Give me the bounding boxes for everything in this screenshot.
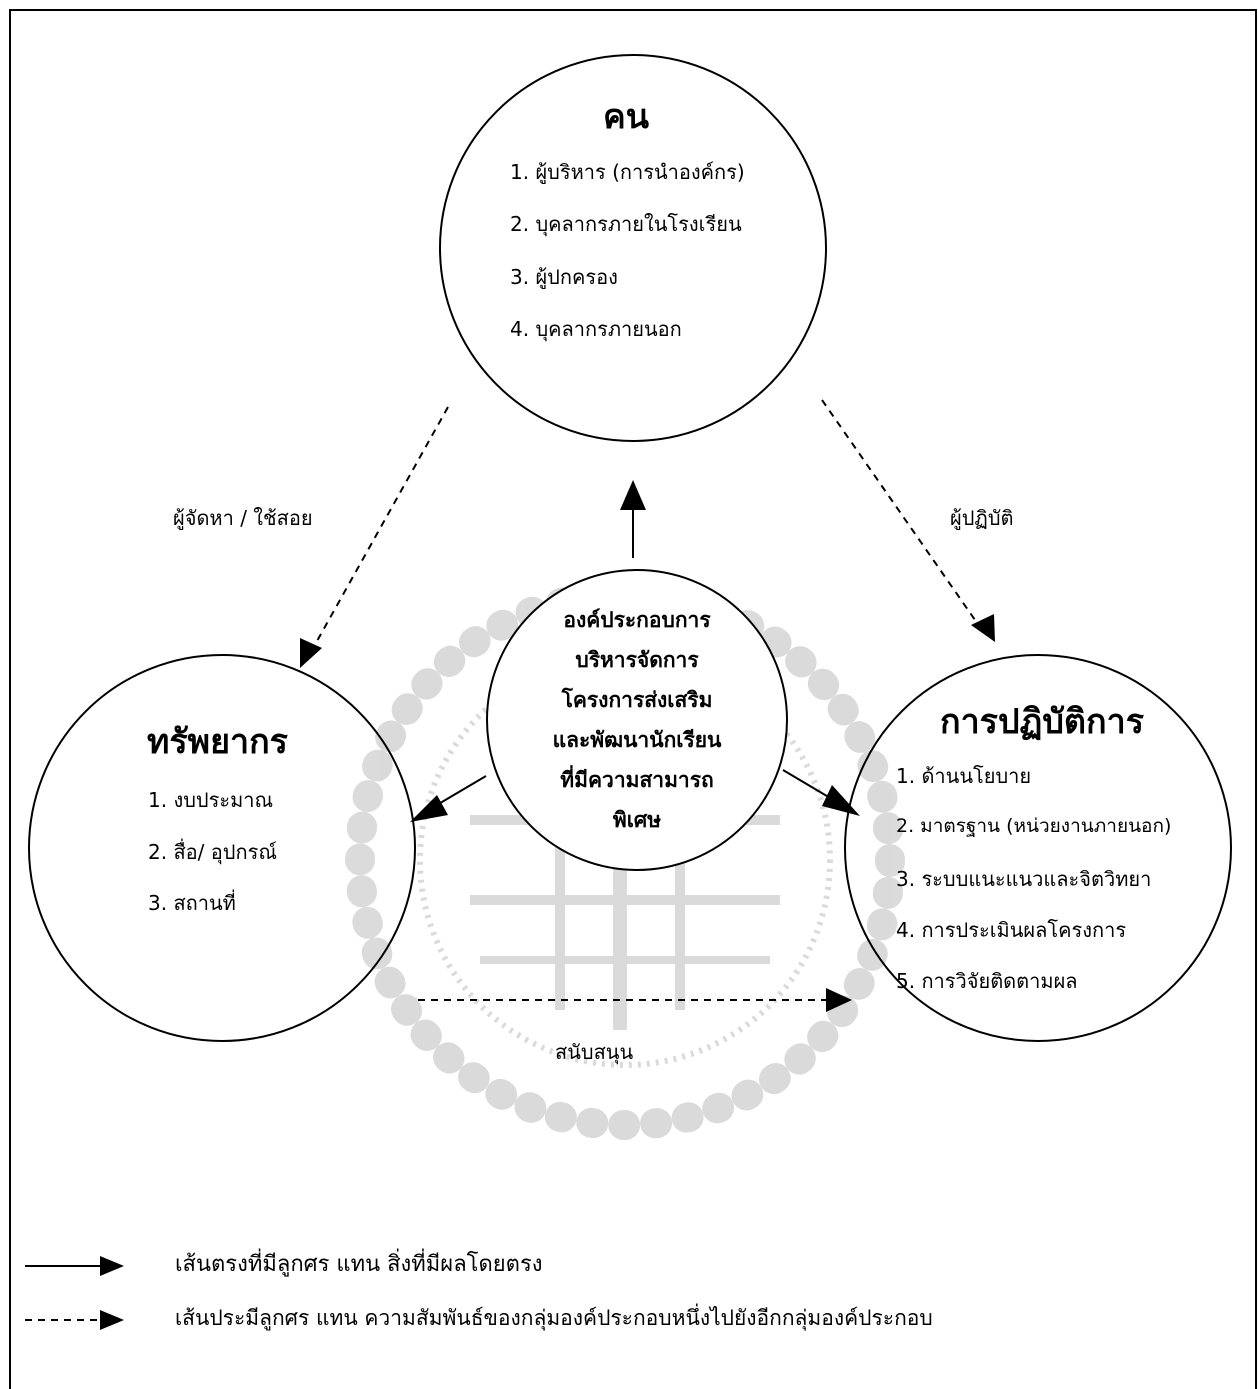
center-line-1: องค์ประกอบการ: [563, 608, 711, 632]
resources-circle: [28, 654, 416, 1042]
dashed-arrowhead-resources-to-operations: [826, 988, 852, 1012]
people-title: คน: [603, 97, 649, 137]
center-label: องค์ประกอบการ บริหารจัดการ โครงการส่งเสร…: [532, 600, 742, 840]
center-line-4: และพัฒนานักเรียน: [552, 728, 722, 752]
edge-label-resources-operations: สนับสนุน: [555, 1040, 634, 1064]
dashed-people-to-resources: [311, 406, 449, 651]
people-item-1: 1. ผู้บริหาร (การนำองค์กร): [510, 160, 745, 184]
resources-item-3: 3. สถานที่: [148, 891, 236, 915]
dashed-arrowhead-people-to-resources: [300, 638, 322, 668]
operations-item-3: 3. ระบบแนะแนวและจิตวิทยา: [896, 867, 1152, 891]
operations-item-5: 5. การวิจัยติดตามผล: [896, 969, 1078, 993]
arrowhead-center-to-people: [620, 480, 646, 510]
legend-dashed-text: เส้นประมีลูกศร แทน ความสัมพันธ์ของกลุ่มอ…: [175, 1306, 933, 1330]
operations-item-4: 4. การประเมินผลโครงการ: [896, 918, 1127, 942]
people-item-2: 2. บุคลากรภายในโรงเรียน: [510, 212, 742, 236]
legend-dashed-arrowhead: [100, 1310, 124, 1330]
resources-item-2: 2. สื่อ/ อุปกรณ์: [148, 840, 277, 864]
legend-solid-arrowhead: [100, 1256, 124, 1276]
edge-label-people-resources: ผู้จัดหา / ใช้สอย: [173, 506, 313, 530]
edge-label-people-operations: ผู้ปฏิบัติ: [950, 506, 1014, 530]
center-line-6: พิเศษ: [612, 808, 662, 832]
operations-title: การปฏิบัติการ: [940, 702, 1144, 742]
center-circle: [486, 569, 788, 871]
dashed-arrowhead-people-to-operations: [971, 614, 995, 642]
diagram-frame: [9, 9, 1257, 1389]
operations-item-1: 1. ด้านนโยบาย: [896, 764, 1032, 788]
operations-item-2: 2. มาตรฐาน (หน่วยงานภายนอก): [896, 815, 1172, 837]
legend-solid-text: เส้นตรงที่มีลูกศร แทน สิ่งที่มีผลโดยตรง: [175, 1252, 543, 1277]
resources-item-1: 1. งบประมาณ: [148, 788, 274, 812]
people-item-3: 3. ผู้ปกครอง: [510, 265, 618, 289]
resources-title: ทรัพยากร: [147, 722, 288, 762]
center-line-3: โครงการส่งเสริม: [561, 688, 713, 712]
operations-circle: [844, 654, 1232, 1042]
people-item-4: 4. บุคลากรภายนอก: [510, 317, 682, 341]
people-circle: [439, 54, 827, 442]
arrowhead-center-to-operations: [822, 785, 860, 816]
center-line-2: บริหารจัดการ: [575, 648, 699, 672]
center-line-5: ที่มีความสามารถ: [560, 768, 714, 792]
arrowhead-center-to-resources: [410, 795, 448, 822]
